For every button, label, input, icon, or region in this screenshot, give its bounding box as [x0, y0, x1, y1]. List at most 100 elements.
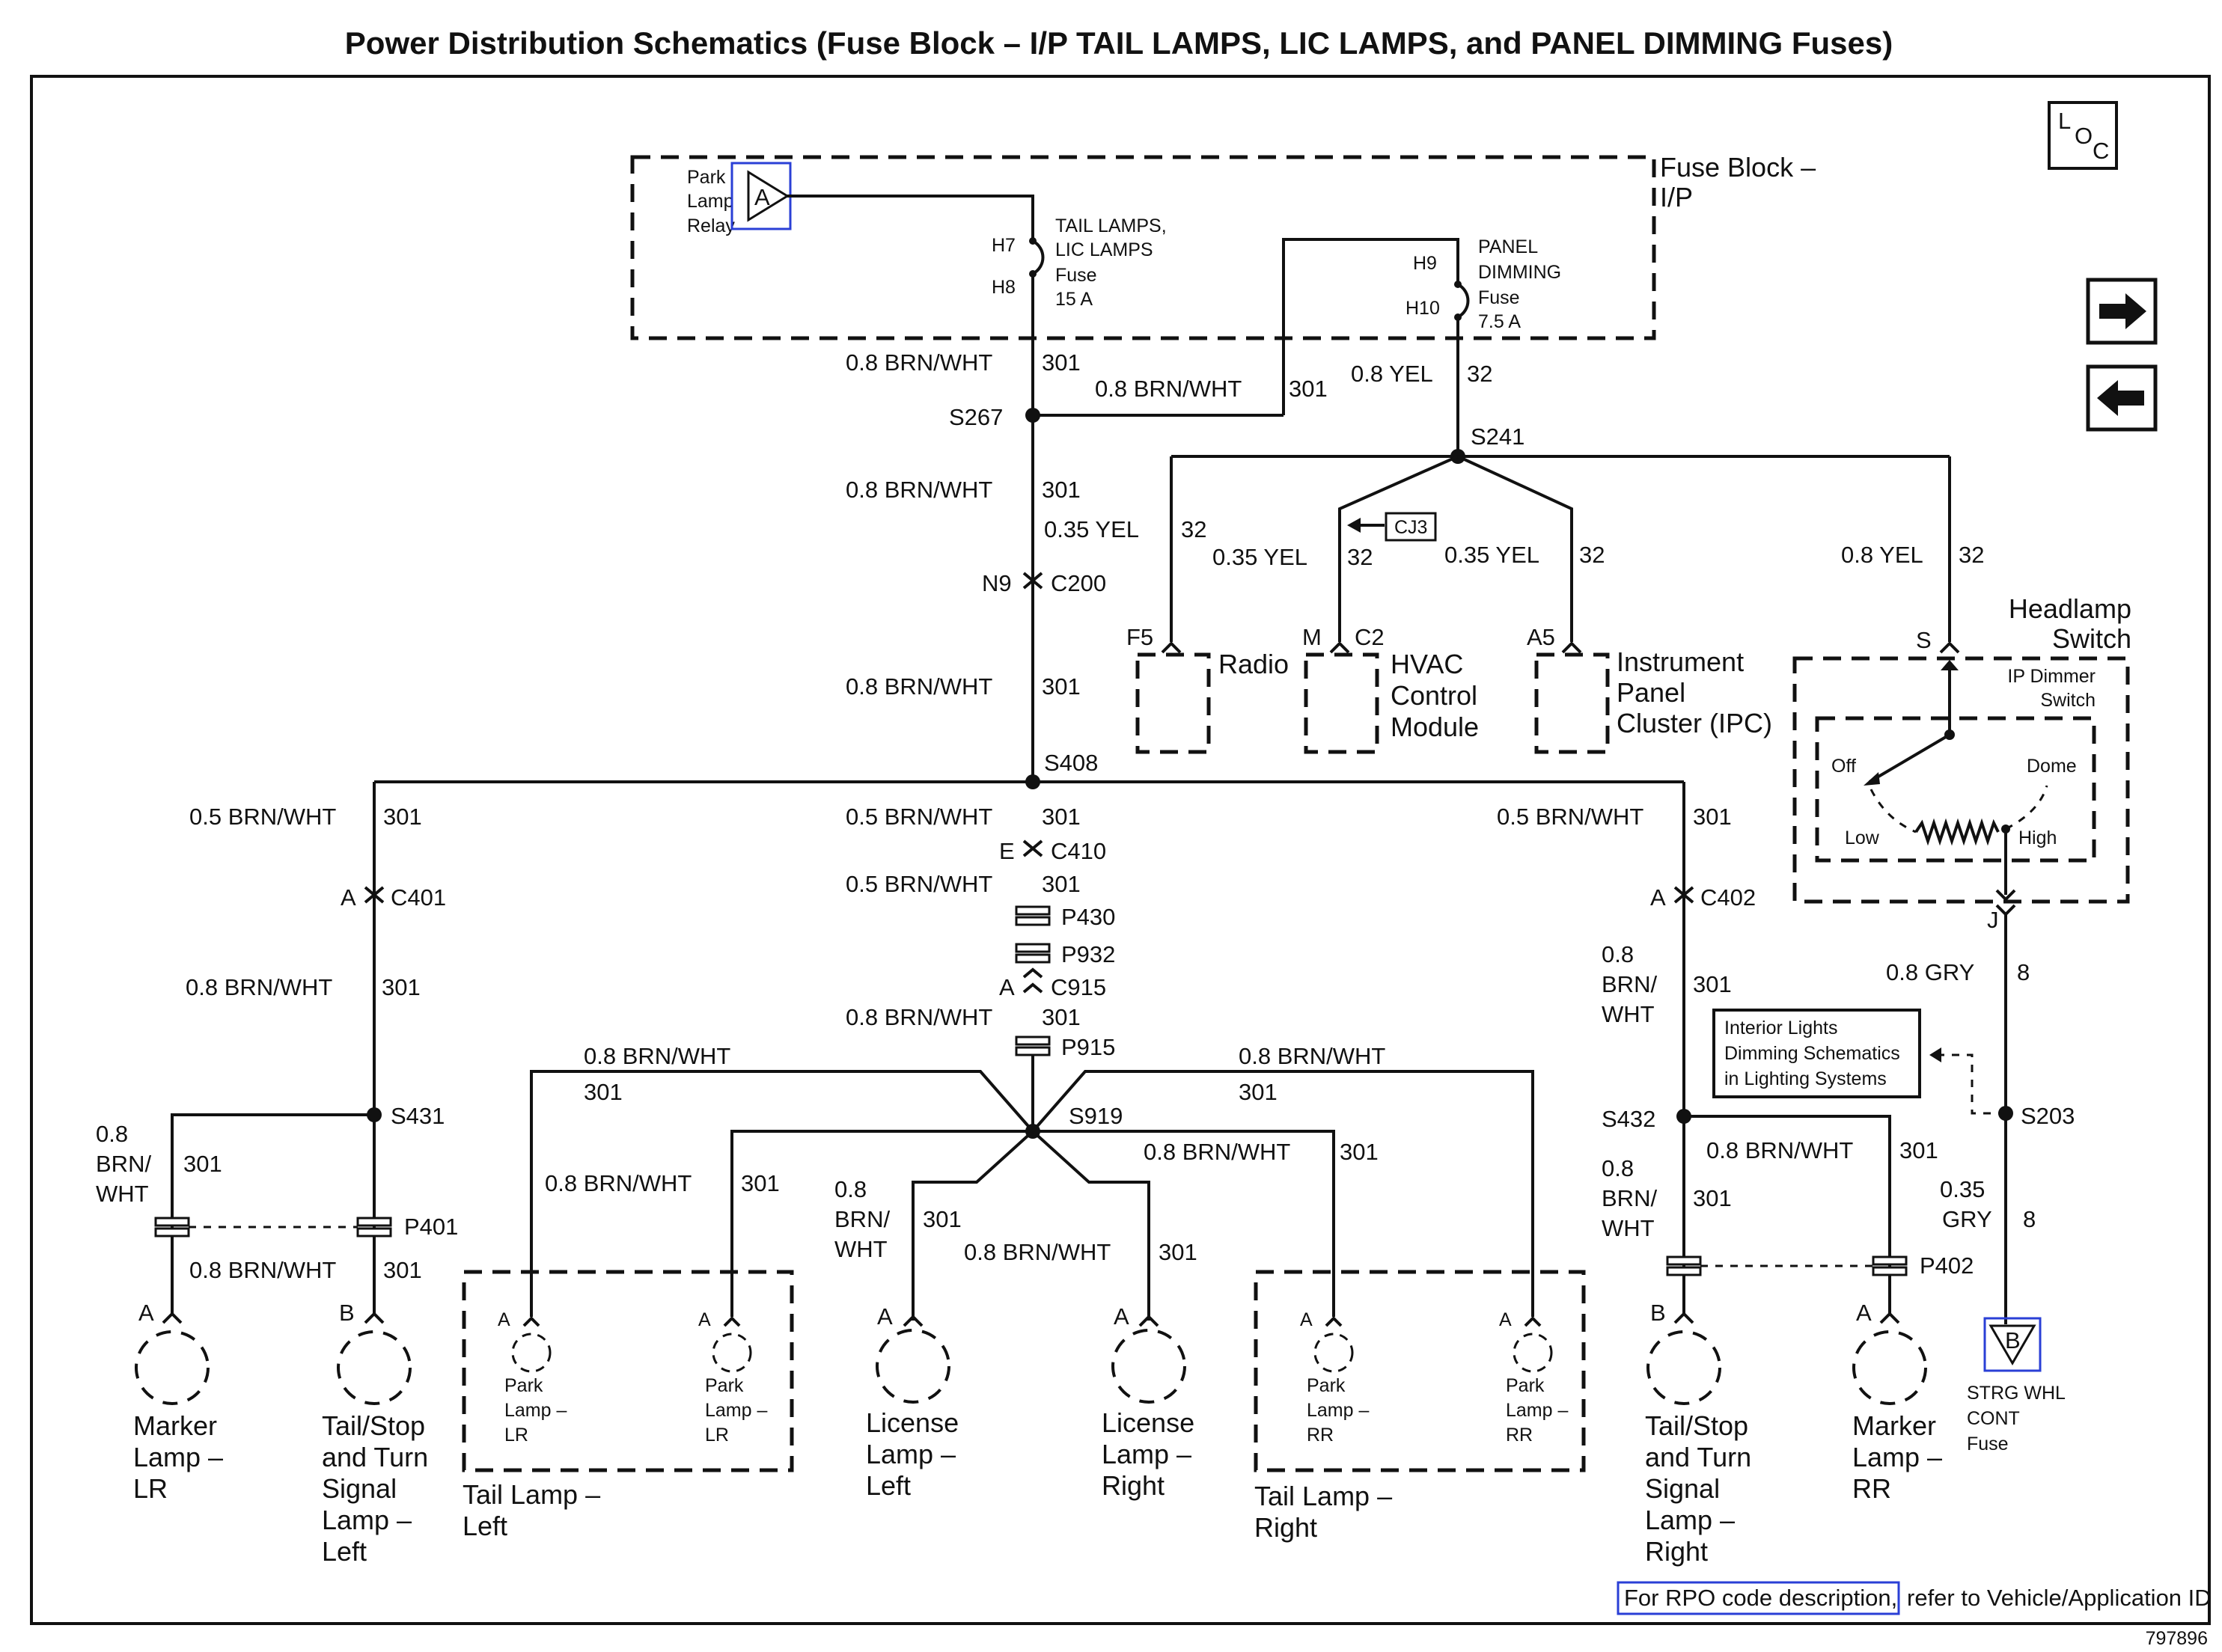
tl-right-a-bulb-icon [1313, 1333, 1354, 1373]
panel-fuse-label-4: 7.5 A [1478, 311, 1521, 332]
wire-to-panel-circuit: 301 [1289, 376, 1328, 402]
headlamp-j-connector-icon [1995, 889, 2016, 902]
wire-left-circuit: 301 [383, 804, 422, 830]
wire-center-circuit: 301 [1042, 804, 1081, 830]
wire-ipc-label: 0.35 YEL [1444, 542, 1539, 568]
marker-rr-label-3: RR [1852, 1473, 1891, 1504]
cj3-box[interactable] [1385, 512, 1437, 542]
fuse-block-name-2: I/P [1660, 182, 1693, 212]
tl-right-outer-wire [1031, 1070, 1534, 1317]
splice-s431-label: S431 [391, 1103, 445, 1129]
wire-c401-down-circuit: 301 [382, 974, 421, 1000]
dimmer-low-label: Low [1845, 827, 1880, 848]
p932-plug-top [1015, 943, 1051, 953]
interior-lights-ref-box[interactable] [1712, 1009, 1921, 1098]
license-right-connector-icon [1138, 1315, 1159, 1327]
tailstop-right-label-5: Right [1645, 1536, 1708, 1567]
loc-icon[interactable]: L O C [2048, 101, 2118, 170]
rpo-link-box[interactable] [1617, 1581, 1900, 1615]
c401-pin: A [341, 884, 356, 911]
c915-label: C915 [1051, 974, 1106, 1000]
wire-yel-label: 0.8 YEL [1351, 361, 1433, 387]
tl-right-b-pin: A [1499, 1309, 1512, 1330]
tailstop-right-connector-icon [1673, 1312, 1694, 1324]
wire-s432-down-line-2: BRN/ [1602, 1185, 1657, 1211]
wire-tl-left-outer-label: 0.8 BRN/WHT [584, 1043, 730, 1069]
wire-p401-down-label: 0.8 BRN/WHT [189, 1257, 336, 1283]
p915-plug-bottom [1015, 1046, 1051, 1056]
wire-left-label: 0.5 BRN/WHT [189, 804, 336, 830]
tl-right-b-bulb-icon [1513, 1333, 1553, 1373]
tailstop-left-bulb-icon [337, 1330, 412, 1405]
wire-tl-right-inner-circuit: 301 [1340, 1139, 1379, 1165]
wire-gry2-line-2: GRY [1942, 1206, 1992, 1232]
dimmer-arc-left [1870, 789, 1917, 833]
wire-c402-line-3: WHT [1602, 1001, 1655, 1027]
rpo-footer-text: refer to Vehicle/Application ID [1907, 1585, 2212, 1611]
license-right-label-2: Lamp – [1102, 1439, 1191, 1469]
fuse-block-name-1: Fuse Block – [1660, 152, 1816, 183]
tailstop-right-bulb-icon [1646, 1330, 1721, 1405]
relay-triangle-icon [747, 170, 790, 222]
tl-left-outer-wire [530, 1070, 1034, 1317]
p401-plug-left-bottom [154, 1227, 190, 1238]
hvac-feed-wire [1338, 455, 1459, 642]
license-left-wire [912, 1130, 1034, 1321]
radio-pin: F5 [1126, 624, 1153, 650]
wire-c401-down-label: 0.8 BRN/WHT [186, 974, 332, 1000]
tl-right-b-label-2: Lamp – [1506, 1400, 1568, 1421]
panel-fuse-in-pin: H9 [1413, 253, 1437, 274]
tailstop-right-label-3: Signal [1645, 1473, 1720, 1504]
ref-box-line-1: Interior Lights [1724, 1018, 1837, 1038]
wire-c410-down-circuit: 301 [1042, 871, 1081, 897]
wire-hl-circuit: 32 [1959, 542, 1984, 568]
tailstop-left-label-3: Signal [322, 1473, 397, 1504]
wire-yel-circuit: 32 [1467, 361, 1492, 387]
license-right-label-1: License [1102, 1407, 1194, 1438]
tl-left-b-pin: A [698, 1309, 711, 1330]
ipc-label-3: Cluster (IPC) [1617, 708, 1772, 738]
wire-s267-down-circuit: 301 [1042, 477, 1081, 503]
arrow-right-icon[interactable] [2086, 278, 2158, 345]
p932-label: P932 [1061, 941, 1115, 967]
tl-left-a-bulb-icon [511, 1333, 552, 1373]
p430-label: P430 [1061, 904, 1115, 930]
splice-s432-label: S432 [1602, 1106, 1655, 1132]
headlamp-j-connector-icon-2 [1995, 904, 2016, 917]
wire-to-panel-label: 0.8 BRN/WHT [1095, 376, 1242, 402]
wire-lic-left-line-3: WHT [834, 1236, 888, 1262]
strg-whl-triangle-icon [1988, 1324, 2036, 1365]
wire-035yel-circuit: 32 [1181, 516, 1206, 542]
marker-rr-label-1: Marker [1852, 1410, 1936, 1441]
tl-left-b-label-2: Lamp – [705, 1400, 767, 1421]
splice-s267 [1025, 408, 1040, 423]
license-right-bulb-icon [1111, 1329, 1186, 1404]
panel-fuse-label-2: DIMMING [1478, 262, 1561, 283]
hvac-label-3: Module [1391, 712, 1479, 742]
tl-right-a-label-3: RR [1307, 1425, 1334, 1446]
cj3-label: CJ3 [1394, 517, 1427, 538]
rpo-link[interactable]: For RPO code description, [1624, 1585, 1897, 1611]
ip-dimmer-outline [1815, 716, 2096, 863]
wire-gry-circuit: 8 [2017, 959, 2030, 985]
wire-c200-down-circuit: 301 [1042, 673, 1081, 700]
wire-lr-marker-line-1: 0.8 [96, 1121, 128, 1147]
wire-lr-marker-line-2: BRN/ [96, 1151, 151, 1177]
marker-lr-bulb-icon [135, 1330, 210, 1405]
arrow-left-icon[interactable] [2086, 364, 2158, 432]
panel-fuse-symbol [1456, 283, 1470, 319]
p401-plug-right-top [356, 1217, 392, 1227]
headlamp-switch-outline [1792, 656, 2130, 904]
wire-c402-line-2: BRN/ [1602, 971, 1657, 997]
tl-right-b-label-3: RR [1506, 1425, 1533, 1446]
license-left-bulb-icon [876, 1329, 950, 1404]
svg-text:L: L [2058, 108, 2071, 134]
tailstop-left-label-4: Lamp – [322, 1505, 412, 1535]
p915-label: P915 [1061, 1034, 1115, 1060]
c401-label: C401 [391, 884, 446, 911]
tailstop-left-pin: B [339, 1300, 355, 1326]
p402-plug-right-bottom [1872, 1266, 1908, 1276]
splice-s919-label: S919 [1069, 1103, 1123, 1129]
ipc-label-1: Instrument [1617, 646, 1744, 677]
wire-tl-left-outer-circuit: 301 [584, 1079, 623, 1105]
